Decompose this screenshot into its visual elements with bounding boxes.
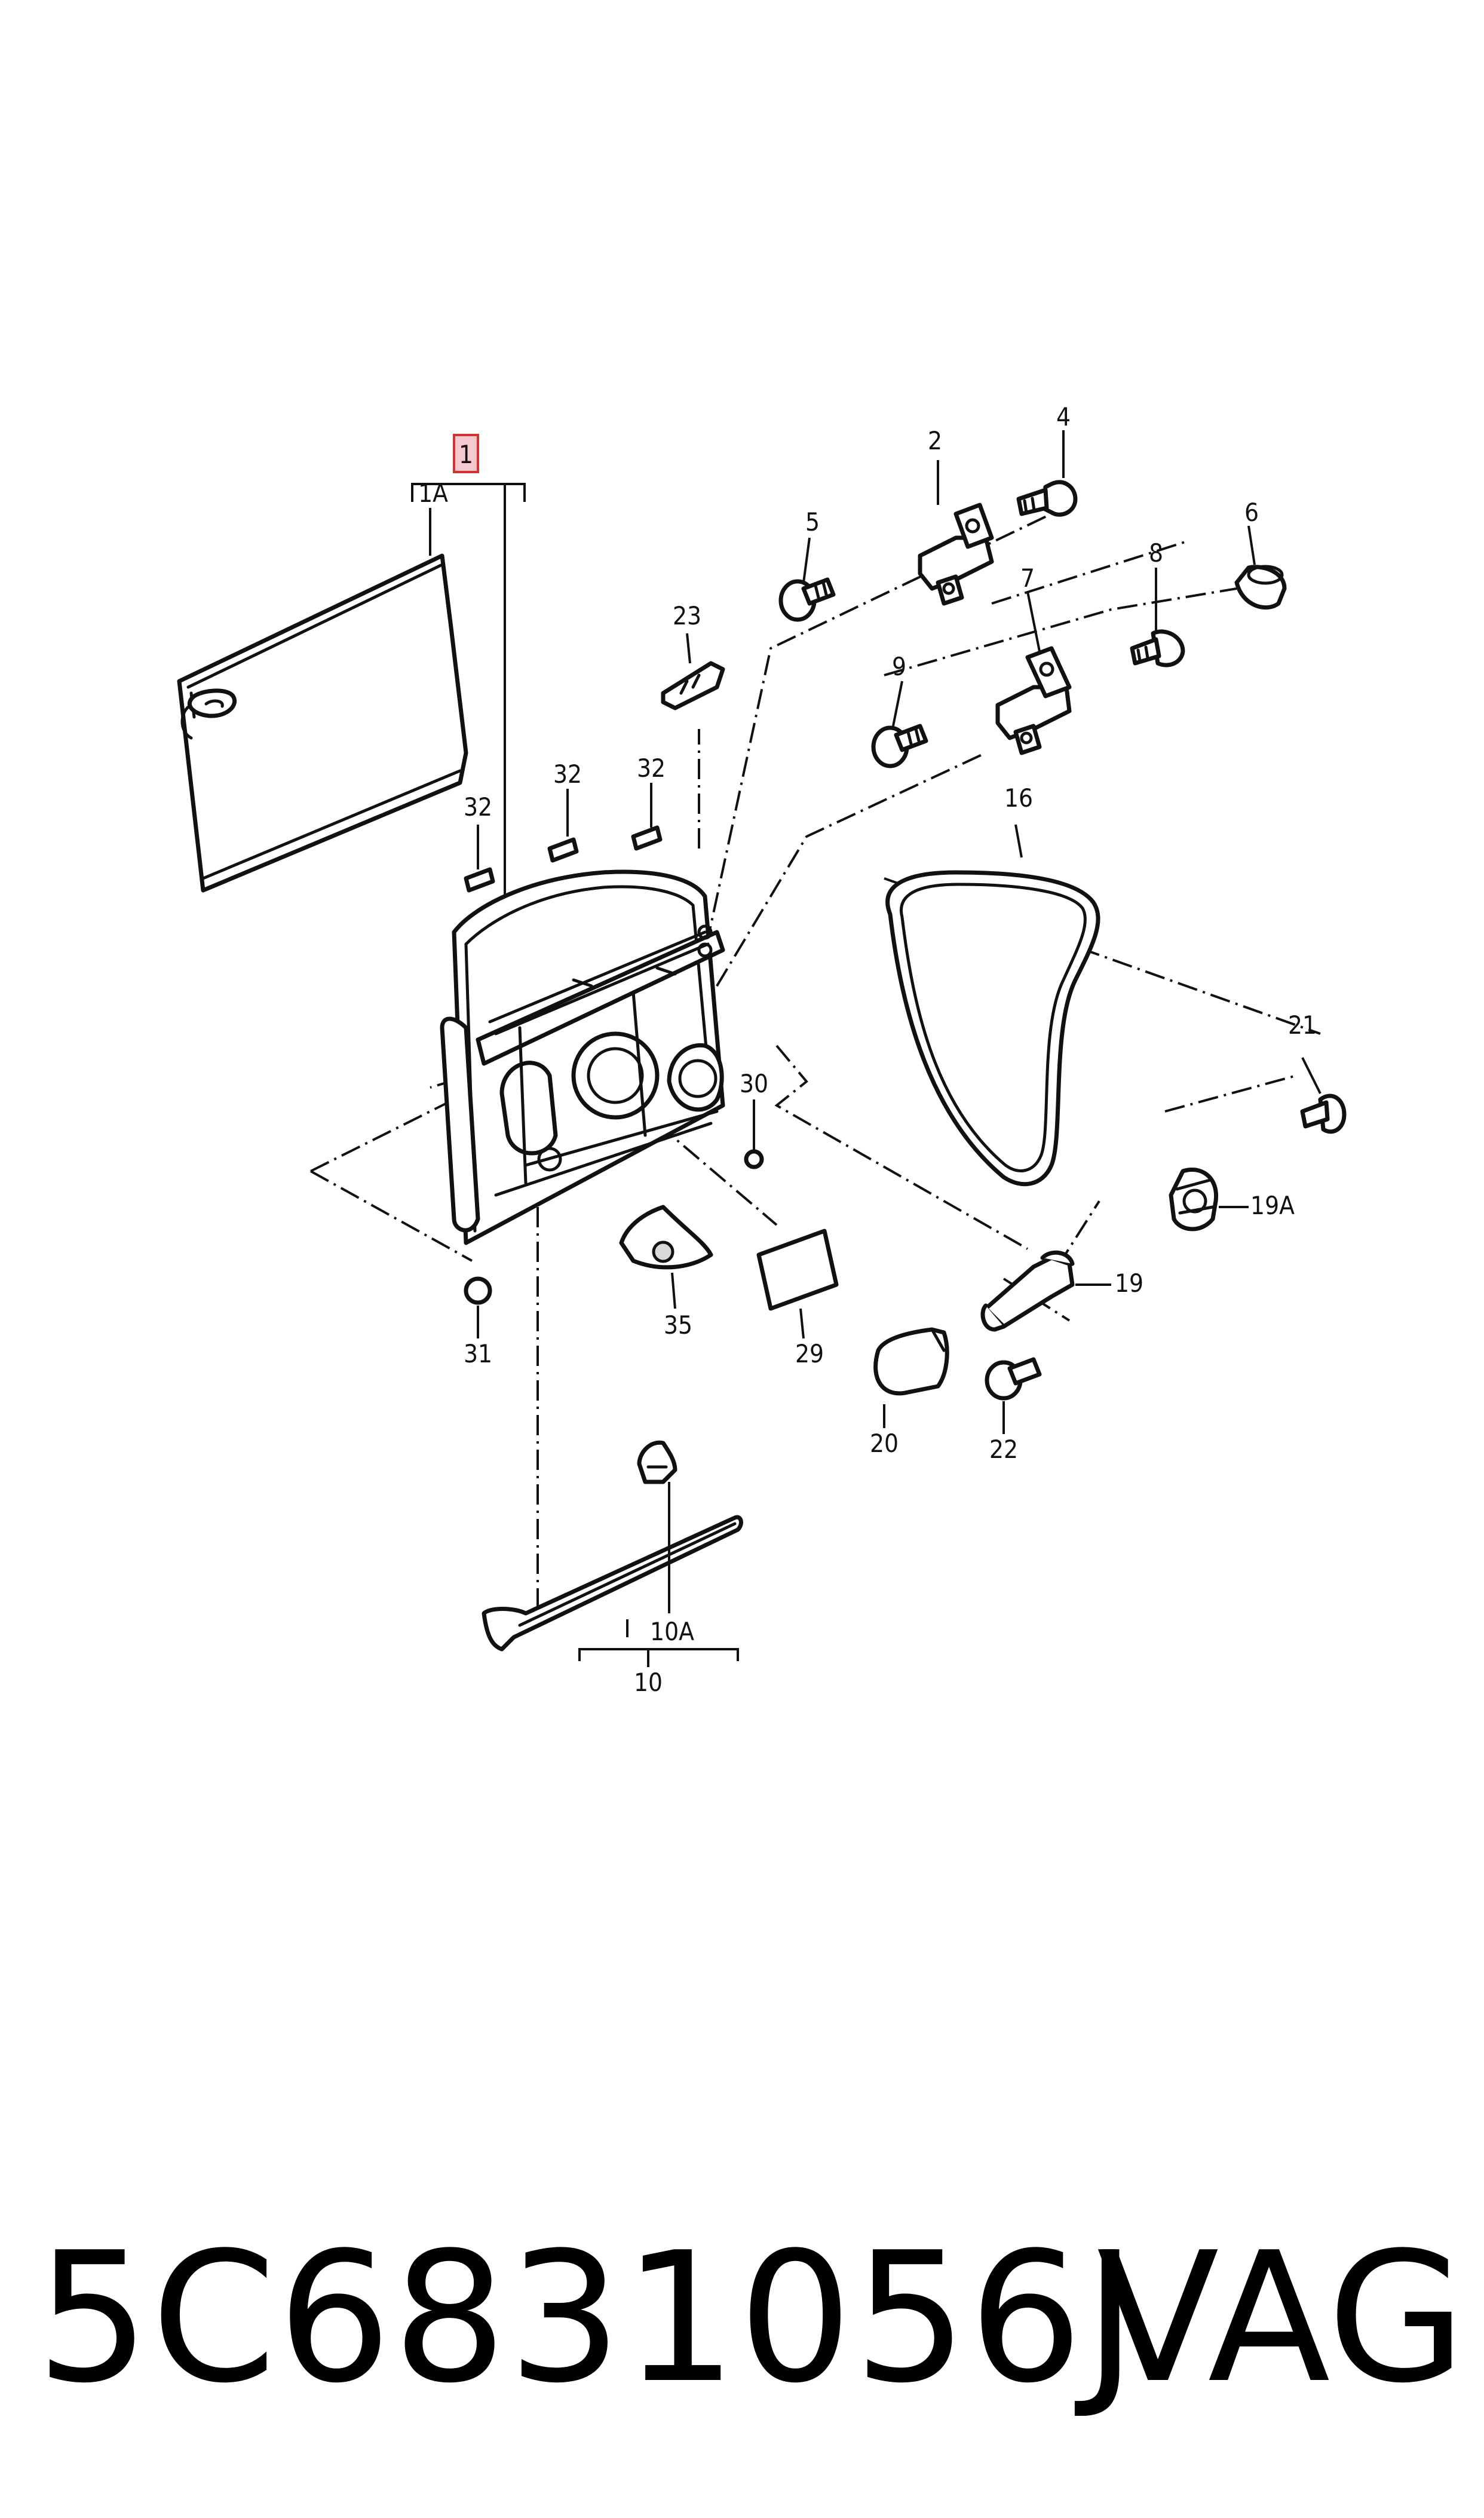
hinge-bolt-5 (778, 577, 836, 622)
callout-32a[interactable]: 32 (464, 792, 492, 822)
bolt-21 (1300, 1093, 1347, 1134)
callout-9[interactable]: 9 (892, 652, 906, 681)
callout-5[interactable]: 5 (805, 507, 820, 537)
outer-door-panel (177, 553, 468, 893)
callout-20[interactable]: 20 (870, 1429, 899, 1458)
brand-label: VAG (1096, 2214, 1466, 2422)
trim-piece-35 (619, 1205, 713, 1270)
selected-part-highlight (453, 434, 479, 473)
callout-labels: 1 1A 2 4 5 6 7 8 9 16 21 19A 19 20 22 23… (418, 402, 1317, 1697)
callout-4[interactable]: 4 (1056, 402, 1071, 431)
cover-cap (873, 1327, 949, 1396)
callout-35[interactable]: 35 (664, 1310, 692, 1340)
callout-32c[interactable]: 32 (637, 753, 666, 783)
callout-29[interactable]: 29 (795, 1339, 824, 1368)
callout-1A[interactable]: 1A (418, 479, 448, 508)
door-shell (440, 869, 725, 1245)
trim-clip (661, 661, 725, 710)
hinge-bolt-8 (1130, 629, 1185, 667)
door-check-strap (980, 1250, 1075, 1332)
insulation-sheet (756, 1229, 839, 1311)
callout-19A[interactable]: 19A (1250, 1191, 1295, 1220)
molding-clip (637, 1440, 677, 1484)
callout-1[interactable]: 1 (459, 440, 473, 469)
callout-2[interactable]: 2 (928, 426, 942, 455)
callout-16[interactable]: 16 (1004, 783, 1033, 813)
door-seal (885, 870, 1100, 1187)
hinge-bolt-9 (871, 724, 928, 768)
callout-31[interactable]: 31 (464, 1339, 492, 1368)
callout-7[interactable]: 7 (1020, 563, 1035, 593)
callout-10[interactable]: 10 (634, 1668, 663, 1697)
callout-19[interactable]: 19 (1115, 1269, 1143, 1298)
lower-hinge (995, 646, 1072, 755)
plugs (464, 1149, 764, 1305)
leader-lines (411, 430, 1322, 1667)
callout-22[interactable]: 22 (989, 1435, 1018, 1464)
part-number: 5C6831056J (36, 2214, 1138, 2422)
hinge-bushing (1234, 565, 1287, 610)
callout-23[interactable]: 23 (673, 601, 701, 630)
sill-molding (482, 1515, 743, 1652)
callout-32b[interactable]: 32 (553, 759, 582, 789)
callout-6[interactable]: 6 (1244, 498, 1259, 527)
check-strap-housing (1169, 1167, 1219, 1232)
callout-30[interactable]: 30 (740, 1069, 768, 1098)
hinge-bolt-4 (1016, 480, 1078, 517)
callout-8[interactable]: 8 (1149, 538, 1163, 568)
callout-10A[interactable]: 10A (650, 1617, 694, 1646)
footer: 5C6831056J VAG (0, 2205, 1484, 2432)
bolt-22 (985, 1357, 1042, 1401)
callout-21[interactable]: 21 (1288, 1010, 1317, 1040)
upper-hinge (918, 503, 994, 606)
foam-pads (464, 825, 663, 893)
